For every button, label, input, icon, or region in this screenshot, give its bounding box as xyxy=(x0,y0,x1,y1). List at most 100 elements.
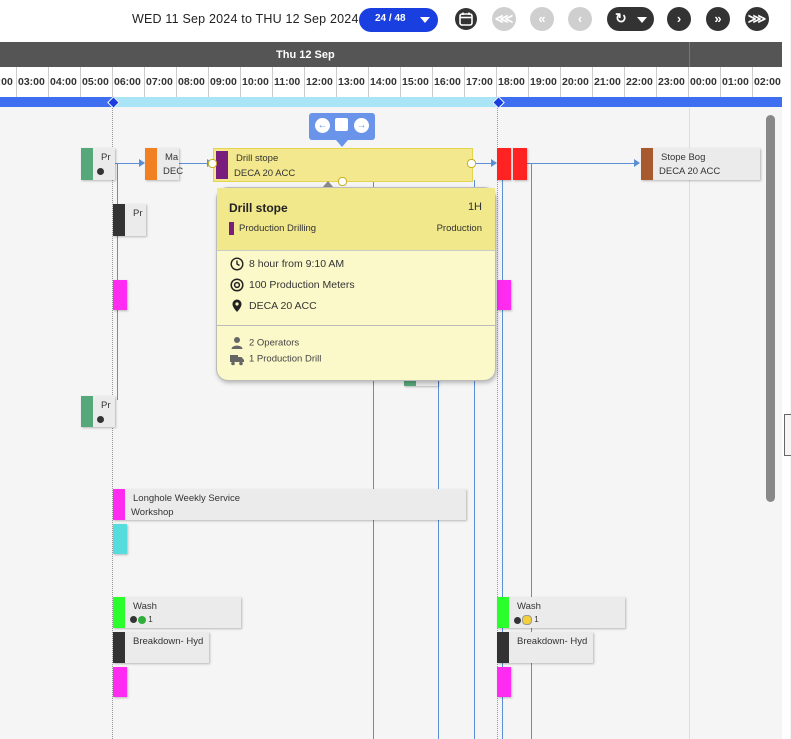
hour-tick xyxy=(336,67,337,97)
task-color-bar xyxy=(216,151,228,179)
task-color-bar xyxy=(113,632,125,663)
previous-task-button[interactable]: ← xyxy=(315,118,330,133)
task-block[interactable] xyxy=(497,148,511,180)
task-block[interactable]: Stope Bog DECA 20 ACC xyxy=(641,148,760,180)
tooltip-pointer xyxy=(322,181,334,188)
question-icon xyxy=(522,615,532,625)
tooltip-time-row: 8 hour from 9:10 AM xyxy=(229,257,344,271)
day-header: Thu 12 Sep xyxy=(0,42,782,67)
resize-handle-right[interactable] xyxy=(467,159,476,168)
task-block[interactable]: Pr xyxy=(113,204,146,236)
hour-label: 10:00 xyxy=(242,76,269,88)
person-icon xyxy=(231,337,243,349)
location-pin-icon xyxy=(232,299,242,312)
calendar-icon xyxy=(459,12,473,26)
task-title: Wash xyxy=(517,601,541,612)
task-block[interactable] xyxy=(497,667,511,697)
next-button[interactable]: › xyxy=(667,7,691,31)
link-handle[interactable] xyxy=(338,177,347,186)
previous-fast-button[interactable]: « xyxy=(530,7,554,31)
hour-label: 11:00 xyxy=(274,76,301,88)
day-separator xyxy=(689,42,690,67)
task-block[interactable]: Breakdown- Hyd xyxy=(497,632,593,663)
refresh-button[interactable]: ↻ xyxy=(607,7,654,31)
hour-tick xyxy=(624,67,625,97)
task-title: Drill stope xyxy=(236,153,279,164)
task-block[interactable]: Breakdown- Hyd xyxy=(113,632,209,663)
task-block[interactable]: Longhole Weekly Service Workshop xyxy=(113,489,466,520)
dependency-line xyxy=(373,180,374,739)
tooltip-location-row: DECA 20 ACC xyxy=(229,299,317,313)
tooltip-title: Drill stope xyxy=(229,201,288,215)
chevron-down-icon xyxy=(637,17,647,23)
hour-label: 23:00 xyxy=(658,76,685,88)
task-block[interactable]: Pr xyxy=(81,396,115,427)
task-color-bar xyxy=(113,597,125,628)
task-block[interactable] xyxy=(113,667,127,697)
triple-right-icon: ⋙ xyxy=(747,11,767,26)
tooltip-time: 8 hour from 9:10 AM xyxy=(249,257,345,270)
right-panel-edge xyxy=(782,0,790,739)
task-title: Pr xyxy=(101,400,111,411)
calendar-button[interactable] xyxy=(455,8,477,30)
category-color-swatch xyxy=(229,222,234,235)
task-block[interactable] xyxy=(113,280,127,310)
tooltip-duration: 1H xyxy=(467,201,482,213)
side-panel-toggle[interactable] xyxy=(784,414,791,456)
hour-header: 02:0003:0004:0005:0006:0007:0008:0009:00… xyxy=(0,67,785,98)
page-selector[interactable]: 24 / 48 xyxy=(359,8,438,32)
hour-label: 07:00 xyxy=(146,76,173,88)
task-title: Pr xyxy=(133,208,143,219)
arrow-right-icon: → xyxy=(356,120,367,131)
status-icons xyxy=(97,167,105,176)
task-color-bar xyxy=(113,204,125,236)
task-subtitle: DECA 20 ACC xyxy=(659,166,721,177)
tooltip-operators-row: 2 Operators xyxy=(229,336,299,350)
toolbar: WED 11 Sep 2024 to THU 12 Sep 2024 24 / … xyxy=(0,0,790,42)
task-block[interactable]: Pr xyxy=(81,148,115,180)
task-block[interactable]: Wash 1 xyxy=(497,597,625,628)
hour-tick xyxy=(144,67,145,97)
hour-label: 22:00 xyxy=(626,76,653,88)
count-label: 1 xyxy=(148,615,153,624)
tooltip-category: Production Drilling xyxy=(239,223,317,234)
hour-tick xyxy=(208,67,209,97)
selected-task[interactable]: Drill stope DECA 20 ACC xyxy=(213,148,473,182)
last-page-button[interactable]: ⋙ xyxy=(745,7,769,31)
arrow-left-icon: ← xyxy=(317,120,328,131)
hour-tick xyxy=(240,67,241,97)
page-selector-label: 24 / 48 xyxy=(375,13,406,24)
hour-tick xyxy=(528,67,529,97)
hour-tick xyxy=(432,67,433,97)
task-color-bar xyxy=(81,148,93,180)
check-icon xyxy=(138,615,146,624)
task-block[interactable]: Ma DEC xyxy=(145,148,183,180)
resize-handle-left[interactable] xyxy=(208,159,217,168)
double-right-icon: » xyxy=(714,11,722,26)
tooltip-location: DECA 20 ACC xyxy=(249,299,317,312)
task-title: Ma xyxy=(165,152,179,163)
task-block[interactable] xyxy=(113,524,127,554)
task-subtitle: Workshop xyxy=(131,507,174,518)
hour-label: 02:00 xyxy=(0,76,13,88)
truck-icon xyxy=(230,355,244,366)
date-range-label: WED 11 Sep 2024 to THU 12 Sep 2024 xyxy=(132,12,359,26)
task-color-bar xyxy=(641,148,653,180)
dependency-arrow xyxy=(472,163,495,164)
previous-button[interactable]: ‹ xyxy=(568,7,592,31)
next-fast-button[interactable]: » xyxy=(706,7,730,31)
arrow-head-icon xyxy=(491,159,497,167)
next-task-button[interactable]: → xyxy=(354,118,369,133)
task-block[interactable]: Wash 1 xyxy=(113,597,241,628)
vertical-scrollbar[interactable] xyxy=(766,115,775,502)
task-block[interactable] xyxy=(497,280,511,310)
copy-icon[interactable] xyxy=(335,118,348,131)
task-block[interactable] xyxy=(513,148,527,180)
task-tooltip: Drill stope 1H Production Drilling Produ… xyxy=(216,187,496,381)
hour-tick xyxy=(48,67,49,97)
hour-label: 14:00 xyxy=(370,76,397,88)
hour-label: 13:00 xyxy=(338,76,365,88)
first-page-button[interactable]: ⋘ xyxy=(492,7,516,31)
hour-tick xyxy=(560,67,561,97)
range-end-line xyxy=(497,108,498,739)
